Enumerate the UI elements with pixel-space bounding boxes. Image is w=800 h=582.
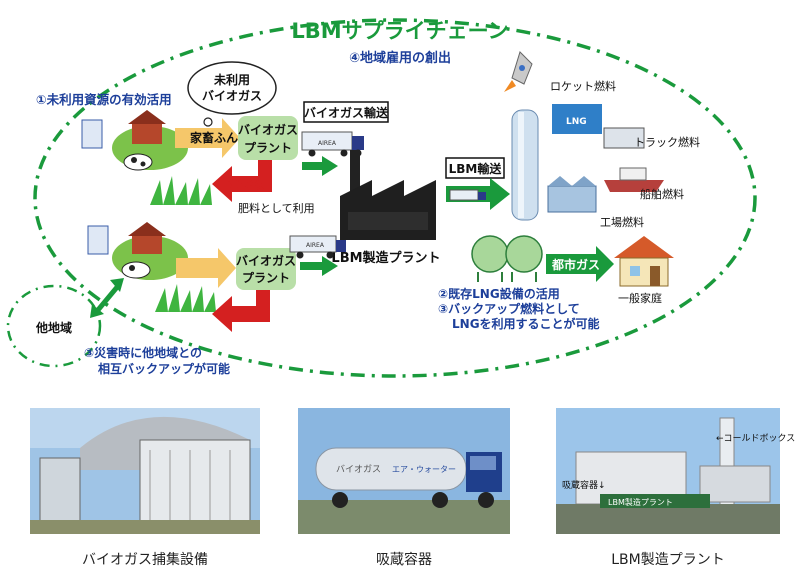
other-region-label: 他地域 xyxy=(35,320,72,335)
truck-icon-lower: AIREA xyxy=(289,235,346,259)
other-region-ellipse xyxy=(6,284,102,368)
note-unused-resources: ①未利用資源の有効活用 xyxy=(36,92,172,107)
truck-icon-upper: AIREA xyxy=(301,131,364,157)
caption-storage: 吸蔵容器 xyxy=(376,551,432,568)
use-factory: 工場燃料 xyxy=(600,215,644,229)
digestate-arrow: 消化液 肥料として利用 xyxy=(212,160,315,215)
cloud-label-1: 未利用 xyxy=(213,72,250,87)
biogas-plant-lower: バイオガス プラント xyxy=(236,248,296,290)
lbm-plant-icon: LBM製造プラント xyxy=(331,150,441,266)
note-disaster-1: ③災害時に他地域との xyxy=(84,345,202,360)
lbm-transport-label: LBM輸送 xyxy=(449,161,503,176)
manure-arrow-lower xyxy=(176,248,236,288)
biogas-transport-label: バイオガス輸送 xyxy=(304,105,389,120)
cloud-label-2: バイオガス xyxy=(202,88,262,103)
fertilizer-label: 肥料として利用 xyxy=(238,201,315,215)
house-icon xyxy=(614,236,674,287)
arrow-to-lbm-upper xyxy=(302,156,338,176)
caption-lbm-plant: LBM製造プラント xyxy=(611,552,724,568)
use-home: 一般家庭 xyxy=(618,291,662,305)
use-ship: 船舶燃料 xyxy=(640,187,684,201)
digestate-label: 消化液 xyxy=(228,176,264,191)
farm-icon-upper xyxy=(81,110,188,171)
factory-fuel-icon xyxy=(547,176,597,213)
biogas-plant-lower-label-1: バイオガス xyxy=(236,253,296,268)
ship-icon xyxy=(604,167,664,192)
note-existing-lng: ②既存LNG設備の活用 xyxy=(438,286,560,301)
unused-biogas-cloud: 未利用 バイオガス xyxy=(187,61,277,136)
grass-icon-lower xyxy=(155,284,216,312)
tank-text: バイオガス xyxy=(336,464,381,475)
rocket-icon xyxy=(504,51,533,92)
note-employment: ④地域雇用の創出 xyxy=(349,50,451,66)
digestate-arrow-lower xyxy=(212,290,270,332)
cold-box-label: ←コールドボックス xyxy=(716,433,795,444)
photo-biogas-collection xyxy=(30,408,260,534)
caption-biogas: バイオガス捕集設備 xyxy=(82,551,208,568)
note-backup-b: LNGを利用することが可能 xyxy=(452,316,600,331)
photo-storage-container: バイオガス エア・ウォーター xyxy=(298,408,510,534)
manure-arrow: 家畜ふん尿 xyxy=(175,118,250,158)
lng-spheres-icon xyxy=(471,235,543,282)
photo-lbm-plant: LBM製造プラント ←コールドボックス 吸蔵容器↓ xyxy=(556,408,795,534)
biogas-plant-upper: バイオガス プラント xyxy=(238,116,298,160)
truck-brand-upper: AIREA xyxy=(318,140,337,147)
use-rocket: ロケット燃料 xyxy=(550,79,616,93)
tank-brand: エア・ウォーター xyxy=(392,465,456,474)
plant-sign: LBM製造プラント xyxy=(608,497,673,507)
note-disaster-2: 相互バックアップが可能 xyxy=(98,361,230,376)
lng-tank-icon xyxy=(511,109,539,221)
diagram-title: LBMサプライチェーン xyxy=(291,19,508,43)
note-backup-a: ③バックアップ燃料として xyxy=(438,301,580,316)
biogas-plant-upper-label-2: プラント xyxy=(244,140,292,155)
manure-label: 家畜ふん尿 xyxy=(190,130,250,145)
grass-icon-upper xyxy=(150,176,212,205)
lng-truck-icon: LNG xyxy=(552,104,645,149)
supply-chain-ellipse xyxy=(33,18,757,378)
biogas-transport-box xyxy=(303,101,389,123)
biogas-plant-lower-label-2: プラント xyxy=(242,270,290,285)
truck-brand-lower: AIREA xyxy=(306,242,325,249)
biogas-plant-upper-label-1: バイオガス xyxy=(238,122,298,137)
farm-icon-lower xyxy=(87,222,188,280)
city-gas-arrow xyxy=(546,246,614,282)
use-truck: トラック燃料 xyxy=(634,135,700,149)
lbm-transport-box xyxy=(445,157,505,179)
lng-tag: LNG xyxy=(566,117,587,127)
arrow-to-lbm-lower xyxy=(300,256,338,276)
lbm-plant-label: LBM製造プラント xyxy=(331,250,440,266)
storage-label: 吸蔵容器↓ xyxy=(562,479,606,491)
truck-icon-lbm xyxy=(449,189,486,201)
mutual-backup-arrow xyxy=(90,278,124,318)
city-gas-label: 都市ガス xyxy=(551,257,600,272)
